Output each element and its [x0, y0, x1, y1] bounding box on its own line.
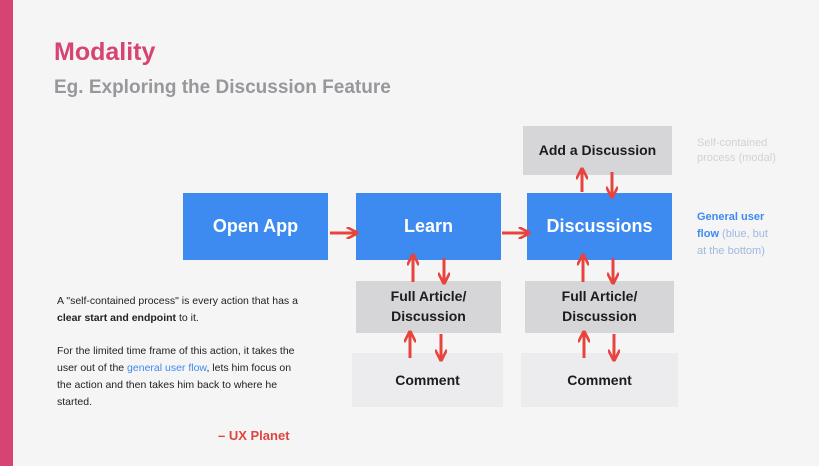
node-discussions: Discussions [527, 193, 672, 260]
accent-bar [0, 0, 13, 466]
quote-paragraph-1: A "self-contained process" is every acti… [57, 295, 298, 324]
note-general-flow: General user flow (blue, but at the bott… [697, 211, 768, 257]
slide-title: Modality [54, 38, 156, 66]
general-user-flow-link[interactable]: general user flow [127, 362, 207, 374]
slide-subtitle: Eg. Exploring the Discussion Feature [54, 77, 391, 98]
node-full-article-learn: Full Article/ Discussion [356, 281, 501, 333]
node-learn: Learn [356, 193, 501, 260]
quote-credit: – UX Planet [218, 428, 290, 443]
node-add-discussion: Add a Discussion [523, 126, 672, 175]
node-comment-learn: Comment [352, 353, 503, 407]
node-full-article-discussions: Full Article/ Discussion [525, 281, 674, 333]
quote-paragraph-2: For the limited time frame of this actio… [57, 345, 295, 408]
node-comment-discussions: Comment [521, 353, 678, 407]
node-open-app: Open App [183, 193, 328, 260]
quote-text: A "self-contained process" is every acti… [57, 293, 302, 427]
note-self-contained: Self-contained process (modal) [697, 137, 776, 164]
